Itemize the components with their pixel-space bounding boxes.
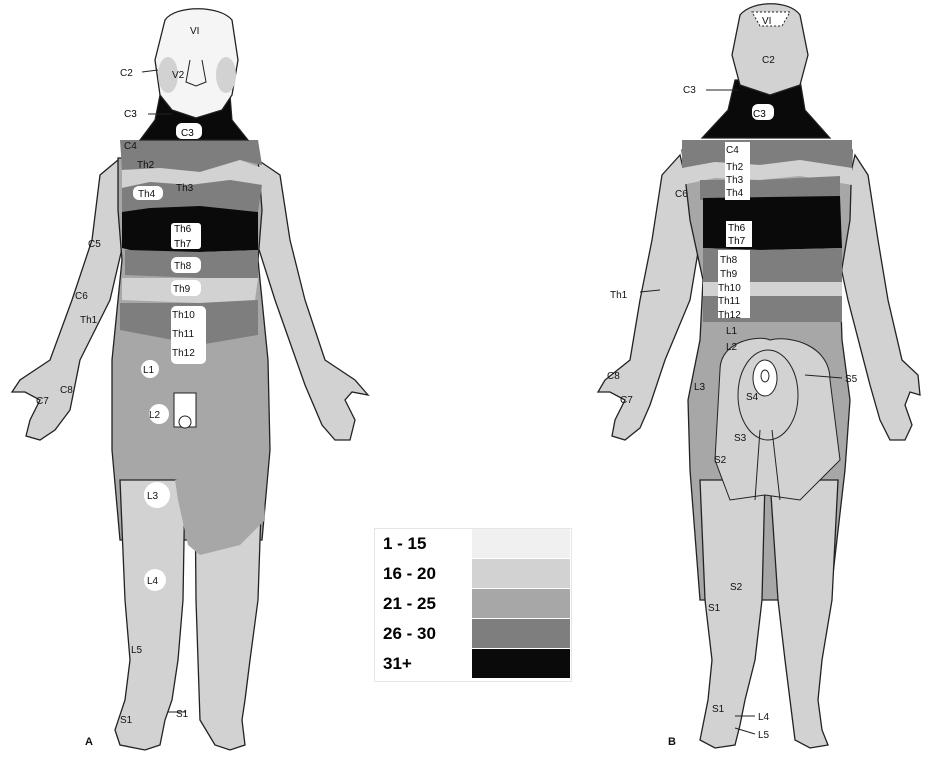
front-dermatome-label: C2 — [120, 68, 133, 79]
panel-letter-b: B — [668, 736, 676, 748]
legend-swatch — [472, 529, 570, 558]
back-dermatome-label: S3 — [734, 433, 747, 444]
legend-row: 16 - 20 — [375, 559, 571, 588]
front-dermatome-label: S1 — [120, 715, 133, 726]
front-left-arm — [12, 160, 124, 440]
front-dermatome-label: C5 — [88, 239, 101, 250]
legend-row: 21 - 25 — [375, 589, 571, 618]
front-dermatome-label: C3 — [181, 128, 194, 139]
back-dermatome-label: S1 — [712, 704, 725, 715]
back-dermatome-label: Th10 — [718, 283, 741, 294]
front-dermatome-label: S1 — [176, 709, 189, 720]
back-left-leg — [700, 480, 765, 748]
back-dermatome-label: Th11 — [718, 296, 740, 307]
legend-label: 1 - 15 — [383, 534, 426, 554]
front-dermatome-label: C6 — [75, 291, 88, 302]
front-dermatome-label: Th9 — [173, 284, 191, 295]
front-face-cheek-right — [216, 57, 236, 93]
back-dermatome-label: L5 — [758, 730, 770, 741]
legend-swatch — [472, 559, 570, 588]
front-dermatome-label: V2 — [172, 70, 185, 81]
front-dermatome-label: Th8 — [174, 261, 192, 272]
back-dermatome-label: Th7 — [728, 236, 746, 247]
back-dermatome-label: C7 — [620, 395, 633, 406]
legend-label: 31+ — [383, 654, 412, 674]
back-dermatome-label: VI — [762, 16, 771, 27]
back-dermatome-label: C8 — [607, 371, 620, 382]
legend-label: 26 - 30 — [383, 624, 436, 644]
back-dermatome-label: C3 — [753, 109, 766, 120]
legend-row: 1 - 15 — [375, 529, 571, 558]
back-dermatome-label: C2 — [762, 55, 775, 66]
front-dermatome-label: Th10 — [172, 310, 195, 321]
front-dermatome-label: C4 — [124, 141, 137, 152]
front-dermatome-label: L1 — [143, 365, 155, 376]
front-dermatome-label: Th7 — [174, 239, 192, 250]
front-dermatome-label: Th6 — [174, 224, 192, 235]
front-dermatome-label: Th4 — [138, 189, 156, 200]
back-dermatome-label: S5 — [845, 374, 858, 385]
back-sacral-inner — [761, 370, 769, 382]
front-dermatome-label: L4 — [147, 576, 159, 587]
legend-row: 31+ — [375, 649, 571, 678]
figure-front — [12, 9, 368, 750]
back-right-leg — [770, 480, 838, 748]
legend-swatch — [472, 649, 570, 678]
legend: 1 - 15 16 - 20 21 - 25 26 - 30 31+ — [374, 528, 572, 682]
back-dermatome-label: S2 — [730, 582, 743, 593]
front-dermatome-label: Th3 — [176, 183, 194, 194]
legend-row: 26 - 30 — [375, 619, 571, 648]
back-dermatome-label: Th6 — [728, 223, 746, 234]
legend-label: 21 - 25 — [383, 594, 436, 614]
back-band-th6 — [703, 196, 842, 250]
front-dermatome-label: Th12 — [172, 348, 195, 359]
front-dermatome-label: L2 — [149, 410, 161, 421]
front-left-leg — [115, 480, 185, 750]
back-dermatome-label: Th4 — [726, 188, 744, 199]
legend-label: 16 - 20 — [383, 564, 436, 584]
back-dermatome-label: L3 — [694, 382, 706, 393]
front-dermatome-label: C7 — [36, 396, 49, 407]
legend-swatch — [472, 589, 570, 618]
back-dermatome-label: S1 — [708, 603, 721, 614]
front-leader-c2 — [142, 70, 158, 72]
front-right-arm — [256, 160, 368, 440]
back-dermatome-label: C3 — [683, 85, 696, 96]
back-dermatome-label: L2 — [726, 342, 738, 353]
panel-letter-a: A — [85, 736, 93, 748]
back-dermatome-label: Th9 — [720, 269, 738, 280]
front-dermatome-label: VI — [190, 26, 199, 37]
front-genital-circle — [179, 416, 191, 428]
legend-swatch — [472, 619, 570, 648]
front-dermatome-label: Th1 — [80, 315, 98, 326]
front-dermatome-label: L5 — [131, 645, 143, 656]
back-dermatome-label: S2 — [714, 455, 727, 466]
front-dermatome-label: Th2 — [137, 160, 155, 171]
front-dermatome-label: Th11 — [172, 329, 194, 340]
back-dermatome-label: L4 — [758, 712, 770, 723]
front-dermatome-label: L3 — [147, 491, 159, 502]
back-dermatome-label: Th3 — [726, 175, 744, 186]
front-dermatome-label: C8 — [60, 385, 73, 396]
back-dermatome-label: L1 — [726, 326, 738, 337]
back-dermatome-label: C6 — [675, 189, 688, 200]
back-dermatome-label: Th8 — [720, 255, 738, 266]
back-dermatome-label: S4 — [746, 392, 759, 403]
back-dermatome-label: Th12 — [718, 310, 741, 321]
back-dermatome-label: Th1 — [610, 290, 628, 301]
front-dermatome-label: C3 — [124, 109, 137, 120]
back-dermatome-label: Th2 — [726, 162, 744, 173]
back-dermatome-label: C4 — [726, 145, 739, 156]
